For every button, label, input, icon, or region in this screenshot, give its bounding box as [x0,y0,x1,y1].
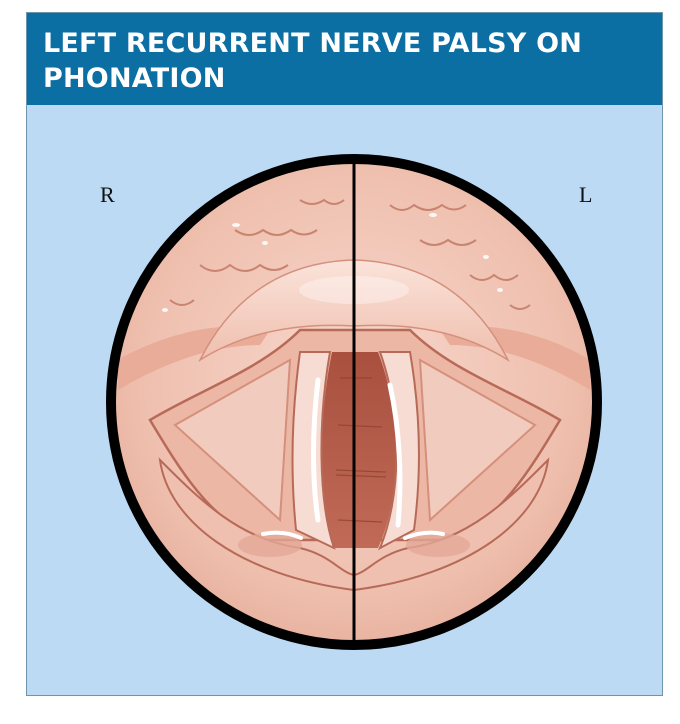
tongue-base-papillae [169,198,531,310]
glottic-gap [321,352,397,548]
right-ventricular-fold [173,358,292,523]
figure-title: LEFT RECURRENT NERVE PALSY ON PHONATION [43,26,662,96]
left-ventricular-fold [418,358,537,523]
left-cord-highlight [387,382,403,528]
right-arytenoid-highlight [261,530,303,540]
title-line-2: PHONATION [43,63,226,94]
right-cord-highlight [311,377,321,523]
tracheal-rings [335,377,387,523]
surface-highlights [162,213,503,312]
title-banner: LEFT RECURRENT NERVE PALSY ON PHONATION [27,13,662,105]
scope-ring [106,154,602,650]
left-side-label: L [579,182,593,207]
left-arytenoid [406,533,470,557]
right-side-label: R [100,182,115,207]
title-line-1: LEFT RECURRENT NERVE PALSY ON [43,28,583,59]
left-arytenoid-highlight [403,530,445,540]
right-arytenoid [238,533,302,557]
